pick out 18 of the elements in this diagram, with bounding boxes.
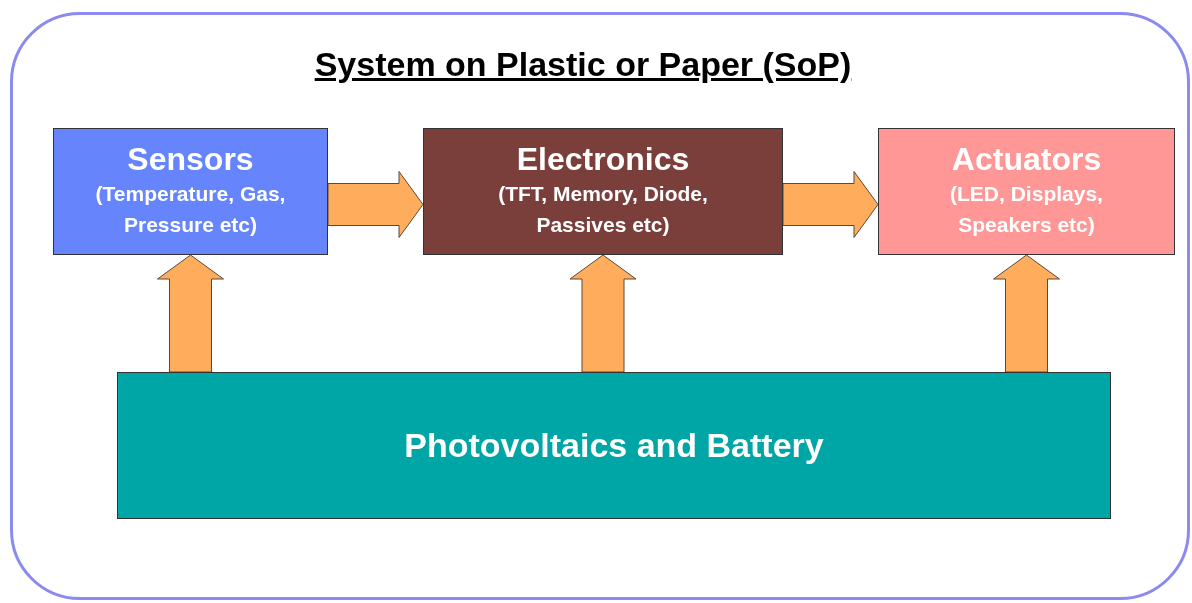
block-arrow — [327, 171, 424, 238]
rounded-frame — [10, 12, 1190, 600]
block-heading: Sensors — [127, 142, 254, 178]
block-description: (LED, Displays, Speakers etc) — [949, 180, 1104, 239]
block — [423, 128, 783, 255]
block — [878, 128, 1175, 255]
block-arrow — [993, 254, 1060, 373]
block — [117, 372, 1111, 519]
block-description: (Temperature, Gas, Pressure etc) — [94, 180, 287, 239]
block-arrow — [569, 254, 637, 373]
block-heading: Electronics — [516, 142, 690, 178]
block-description: (TFT, Memory, Diode, Passives etc) — [497, 180, 709, 239]
title: System on Plastic or Paper (SoP) — [313, 45, 853, 84]
block-heading: Actuators — [951, 142, 1102, 178]
block-arrow — [157, 254, 224, 373]
block — [53, 128, 328, 255]
block-heading: Photovoltaics and Battery — [404, 426, 824, 465]
block-arrow — [782, 171, 879, 238]
